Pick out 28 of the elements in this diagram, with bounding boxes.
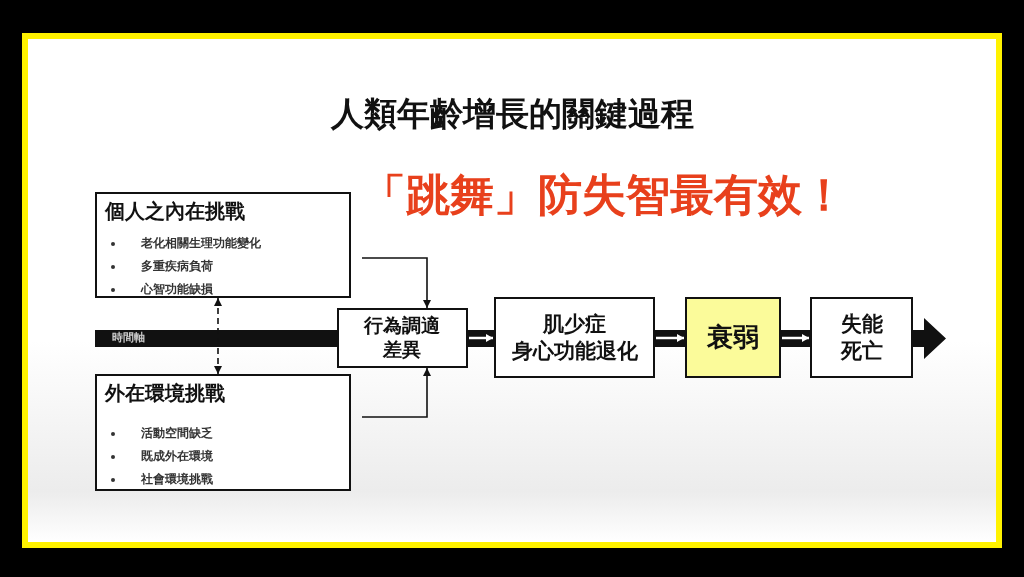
- highlighted-stage-box: [685, 297, 781, 378]
- challenge-box: [95, 374, 351, 491]
- stage-label: 失能死亡: [839, 311, 884, 364]
- stage-label: 衰弱: [707, 321, 759, 354]
- box-heading: 個人之內在挑戰: [105, 198, 245, 225]
- challenge-box: [95, 192, 351, 298]
- elbow-arrow: [361, 367, 431, 418]
- list-item: 老化相關生理功能變化: [141, 235, 261, 252]
- stage-box: [810, 297, 913, 378]
- list-item: 社會環境挑戰: [141, 471, 213, 488]
- stage-label: 行為調適差異: [362, 314, 442, 362]
- stage-label: 身心功能退化: [511, 337, 638, 364]
- stage-box: [494, 297, 655, 378]
- box-heading: 外在環境挑戰: [105, 380, 225, 407]
- elbow-arrow: [361, 257, 431, 309]
- stage-box: [337, 308, 468, 368]
- diagram-title: 人類年齡增長的關鍵過程: [329, 93, 695, 135]
- axis-label: 時間軸: [112, 331, 145, 345]
- list-item: 心智功能缺損: [141, 281, 213, 298]
- flow-arrow: [782, 334, 809, 342]
- list-item: 既成外在環境: [141, 448, 213, 465]
- dashed-double-arrow: [214, 297, 222, 375]
- flow-arrow: [656, 334, 684, 342]
- stage-label: 肌少症: [543, 311, 606, 338]
- flow-arrow: [469, 334, 493, 342]
- list-item: 多重疾病負荷: [141, 258, 213, 275]
- headline-overlay: 「跳舞」防失智最有效！: [362, 168, 847, 222]
- list-item: 活動空間缺乏: [141, 425, 213, 442]
